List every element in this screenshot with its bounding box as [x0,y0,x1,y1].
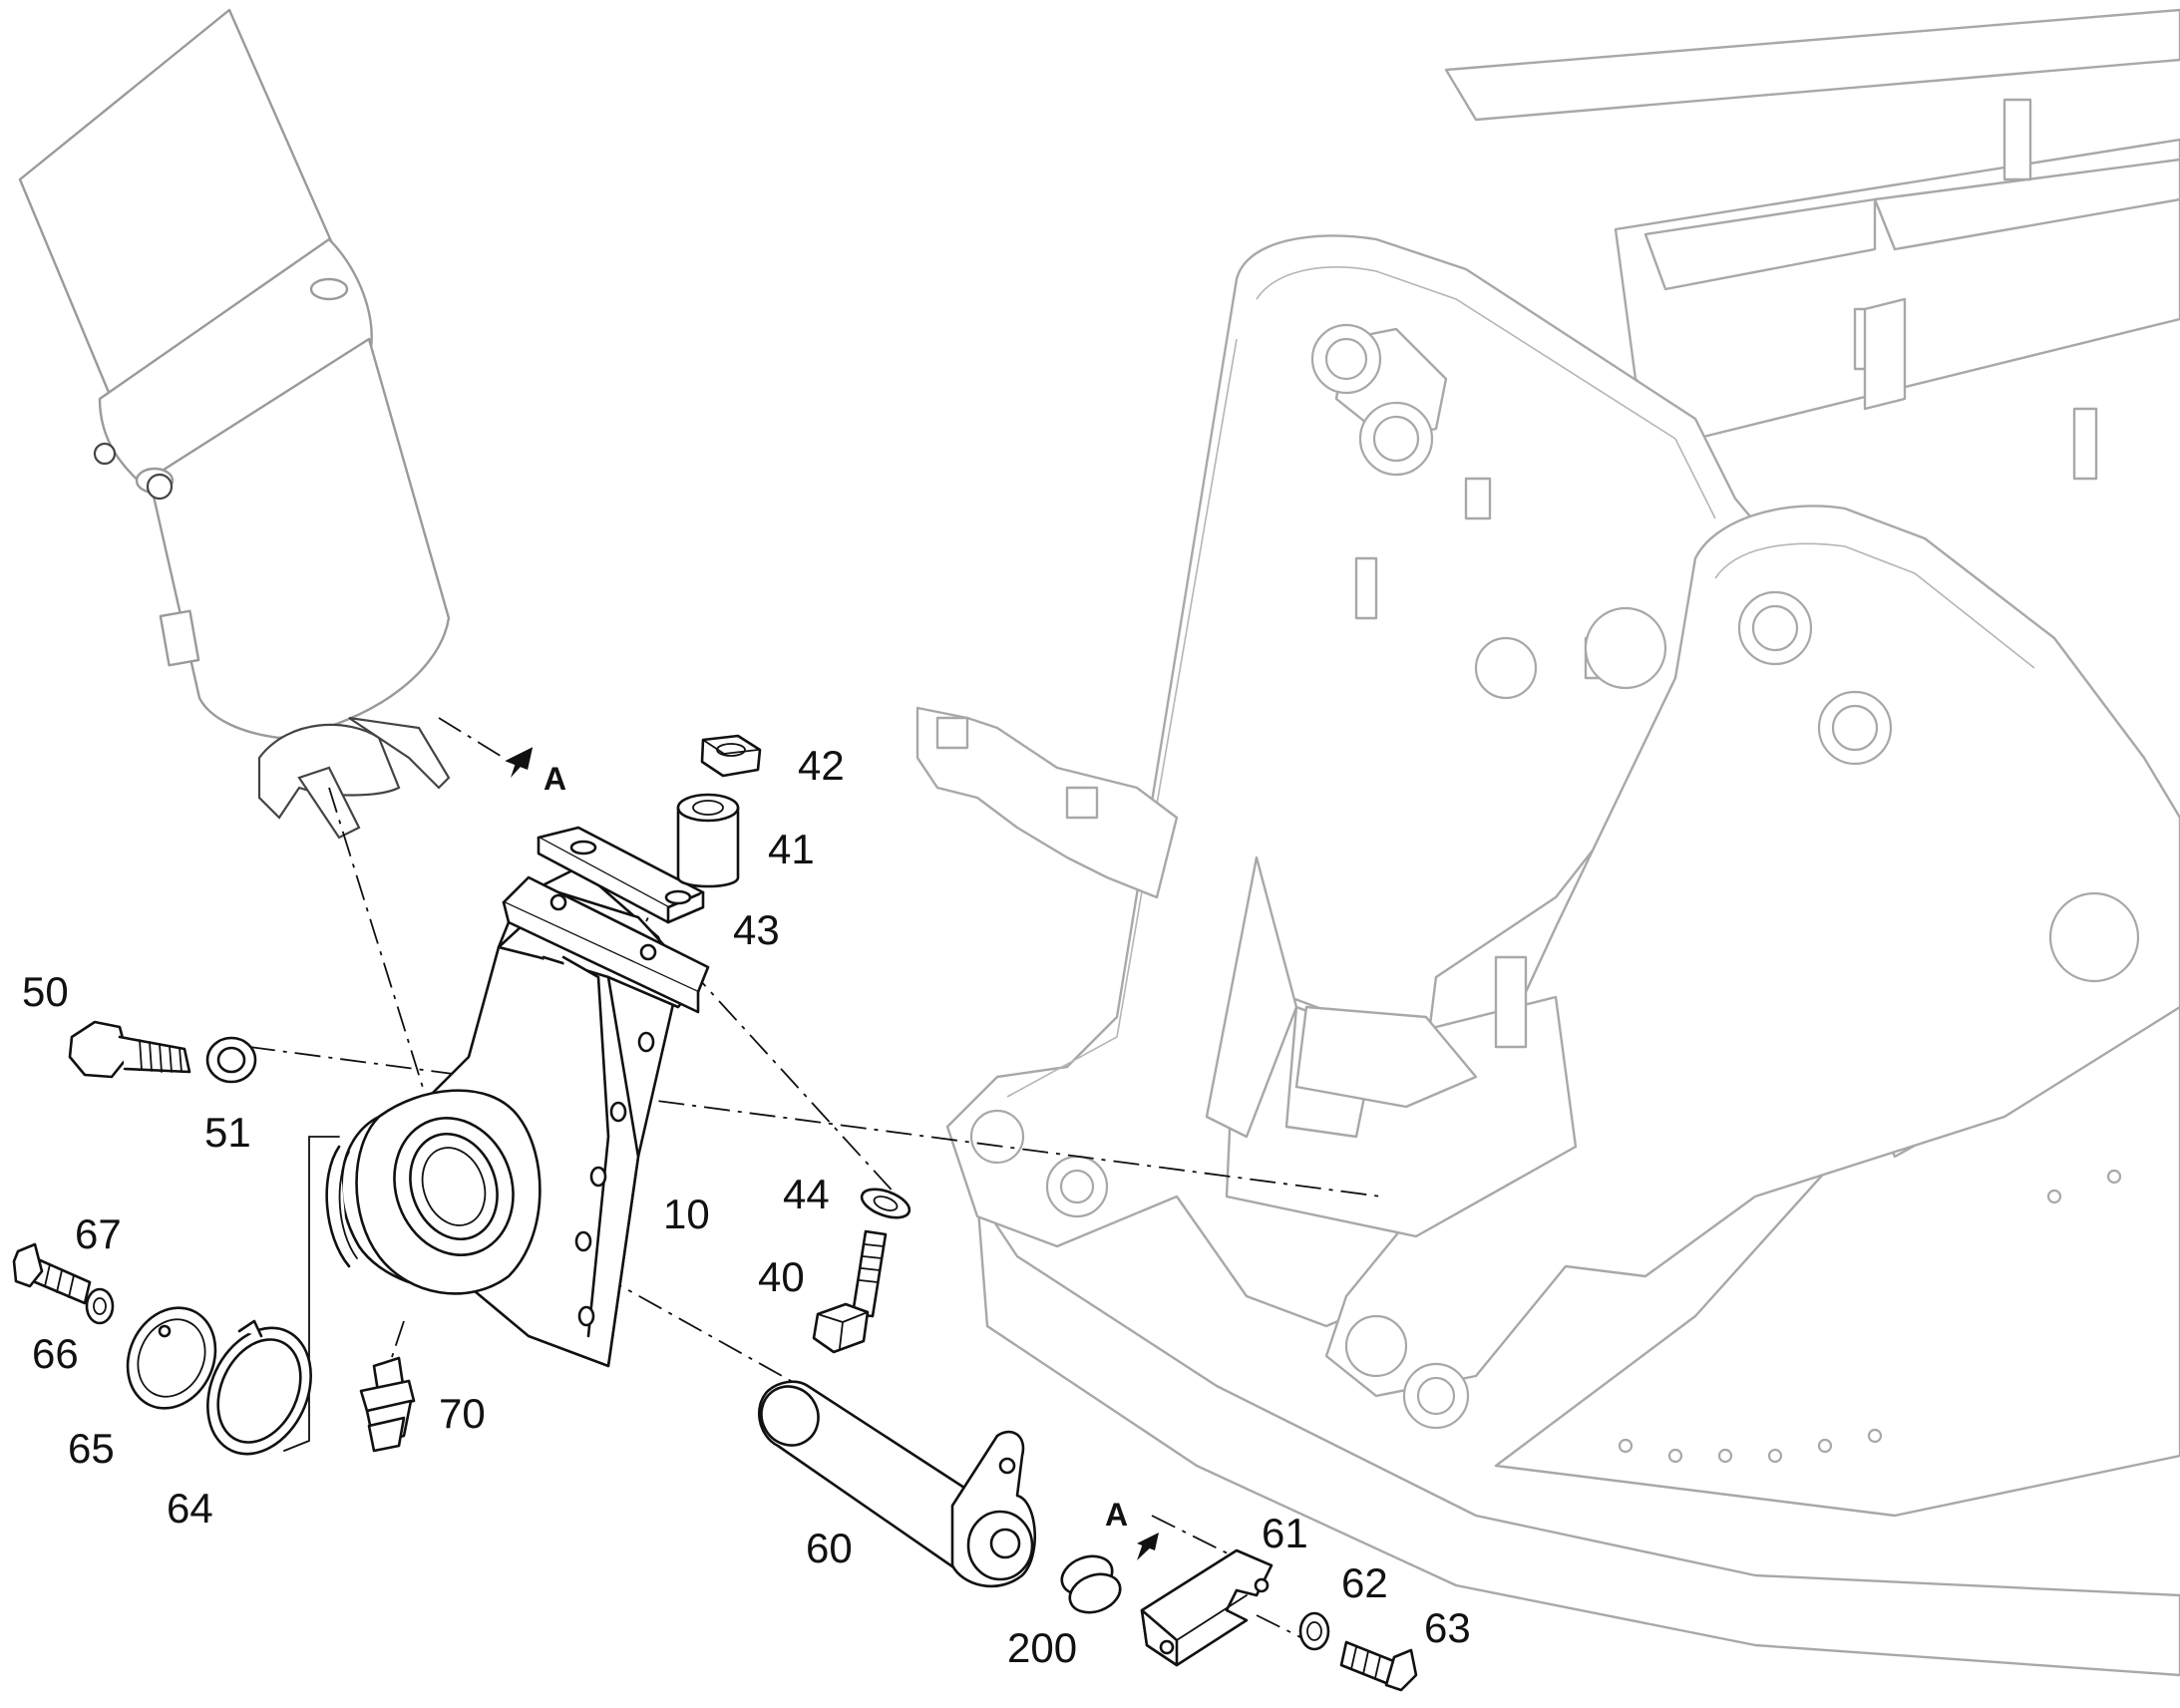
callout-51: 51 [204,1109,251,1156]
washer-part-44 [860,1188,911,1219]
view-letter-lower: A [1105,1497,1128,1533]
callout-40: 40 [758,1253,805,1300]
view-marker-upper [505,747,534,778]
bolt-part-50 [68,1020,191,1079]
callout-200: 200 [1007,1624,1077,1671]
callout-41: 41 [768,826,815,872]
spacer-part-41 [676,793,740,888]
pin-part-60 [758,1380,1037,1588]
retaining-ring-part-64 [206,1319,312,1456]
callout-60: 60 [806,1525,853,1571]
view-marker-lower [1137,1533,1159,1560]
cover-plate-part-65 [126,1306,217,1410]
bolt-part-67 [12,1242,92,1305]
clamp-part-61 [1140,1548,1273,1667]
callout-43: 43 [733,906,780,953]
washer-part-66 [85,1287,115,1325]
grease-fitting-part-70 [359,1356,416,1453]
nut-part-42 [700,734,762,778]
callout-50: 50 [22,968,69,1015]
bolt-part-63 [1339,1640,1418,1692]
callout-42: 42 [798,742,845,789]
cap-part-200 [1060,1554,1122,1614]
callout-61: 61 [1262,1510,1308,1556]
washer-part-62 [1298,1611,1330,1651]
callout-70: 70 [439,1390,486,1437]
washer-part-51 [205,1036,257,1084]
hydraulic-cylinder [18,8,451,840]
clamp-plate-part-43 [537,826,705,924]
callout-labels: 42 41 43 50 51 10 44 40 67 66 65 64 70 6… [22,742,1471,1671]
view-letter-upper: A [544,761,566,797]
callout-67: 67 [75,1210,122,1257]
bolt-part-40 [812,1229,888,1354]
callout-10: 10 [663,1191,710,1237]
machine-frame [915,8,2180,1677]
callout-63: 63 [1424,1604,1471,1651]
callout-44: 44 [783,1171,830,1217]
callout-62: 62 [1341,1559,1388,1606]
callout-65: 65 [68,1425,115,1472]
callout-66: 66 [32,1330,79,1377]
callout-64: 64 [167,1485,213,1532]
mounting-bracket-part-10 [325,865,710,1368]
